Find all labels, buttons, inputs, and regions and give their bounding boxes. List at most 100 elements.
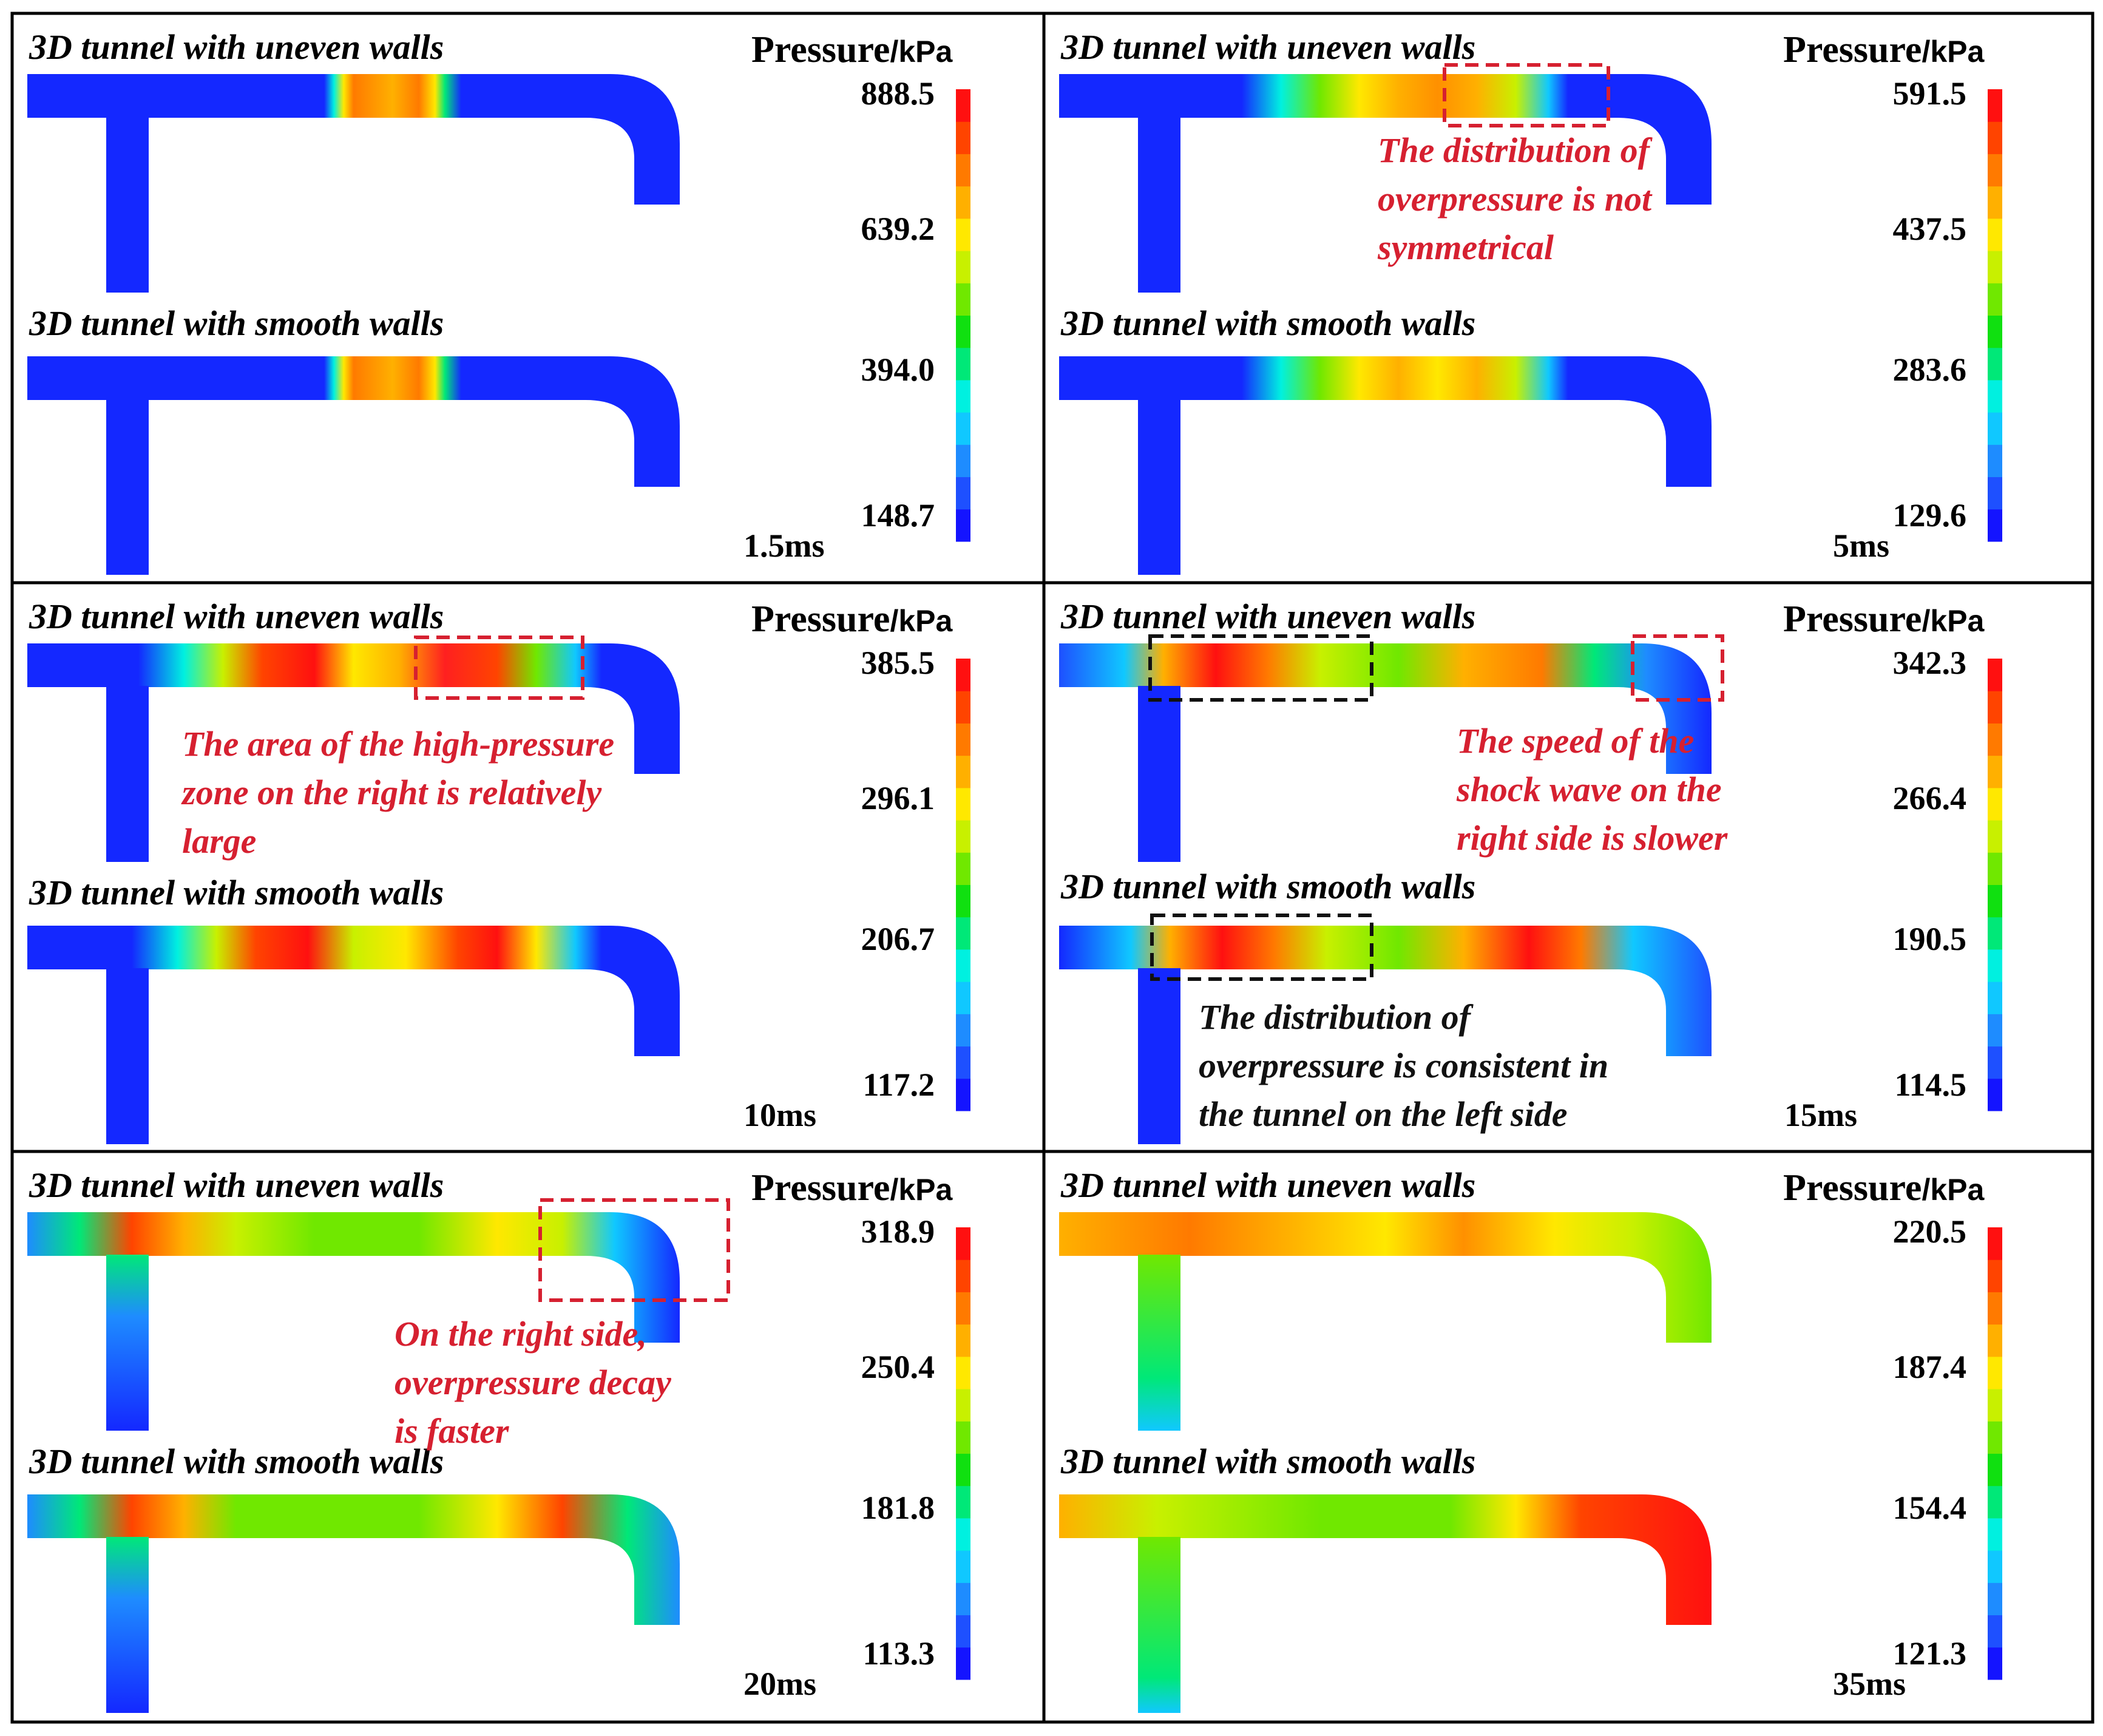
colorbar-segment <box>1988 755 2002 788</box>
uneven-tunnel-label: 3D tunnel with uneven walls <box>29 1165 444 1205</box>
colorbar-segment <box>1988 820 2002 853</box>
colorbar-segment <box>956 1421 970 1454</box>
panel-p5: 3D tunnel with uneven walls 3D tunnel wit… <box>27 1165 970 1713</box>
colorbar-title-main: Pressure <box>751 1167 890 1209</box>
colorbar-segment <box>1988 787 2002 821</box>
colorbar-title-unit: /kPa <box>890 35 953 69</box>
colorbar-segment <box>1988 251 2002 283</box>
colorbar-title: Pressure/kPa <box>1783 29 1985 70</box>
colorbar-segment <box>956 1389 970 1422</box>
colorbar-tick-label: 250.4 <box>861 1349 935 1385</box>
colorbar-tick-label: 190.5 <box>1893 921 1967 957</box>
colorbar-segment <box>956 1453 970 1487</box>
uneven-tunnel-contour <box>1059 74 1712 293</box>
colorbar-segment <box>1988 1615 2002 1648</box>
colorbar-segment <box>956 379 970 413</box>
colorbar-tick-label: 181.8 <box>861 1490 935 1526</box>
annotation-line: On the right side, <box>395 1314 647 1354</box>
colorbar-segment <box>956 949 970 982</box>
time-label: 35ms <box>1833 1666 1906 1702</box>
colorbar-segment <box>956 787 970 821</box>
colorbar-segment <box>1988 379 2002 413</box>
colorbar-title: Pressure/kPa <box>751 1167 953 1209</box>
colorbar-tick-label: 220.5 <box>1893 1213 1967 1250</box>
colorbar-title-unit: /kPa <box>1922 604 1985 638</box>
colorbar-segment <box>956 121 970 154</box>
colorbar-segment <box>956 755 970 788</box>
time-label: 5ms <box>1833 527 1889 564</box>
colorbar-segment <box>1988 1421 2002 1454</box>
colorbar-segment <box>956 691 970 724</box>
colorbar-segment <box>1988 1292 2002 1325</box>
annotation-text: The distribution of overpressure is not sy… <box>1377 131 1653 267</box>
uneven-tunnel-contour <box>27 643 680 862</box>
colorbar-segment <box>1988 1389 2002 1422</box>
colorbar-title: Pressure/kPa <box>751 29 953 70</box>
colorbar-tick-label: 148.7 <box>861 497 935 534</box>
uneven-tunnel-label: 3D tunnel with uneven walls <box>29 597 444 636</box>
colorbar-segment <box>956 1647 970 1680</box>
colorbar-segment <box>1988 949 2002 982</box>
smooth-tunnel-contour <box>27 926 680 1144</box>
colorbar-segment <box>1988 1356 2002 1389</box>
colorbar-segment <box>956 476 970 510</box>
smooth-tunnel-contour <box>1059 926 1712 1144</box>
colorbar-title: Pressure/kPa <box>1783 598 1985 640</box>
annotation-line: large <box>182 821 256 861</box>
colorbar-segment <box>956 820 970 853</box>
colorbar-segment <box>956 1292 970 1325</box>
annotation-line: overpressure is not <box>1378 179 1653 219</box>
smooth-tunnel-label: 3D tunnel with smooth walls <box>29 873 444 912</box>
colorbar-segment <box>956 1324 970 1357</box>
colorbar-tick-label: 888.5 <box>861 75 935 112</box>
colorbar-segment <box>956 1356 970 1389</box>
colorbar-tick-label: 318.9 <box>861 1213 935 1250</box>
colorbar-tick-label: 437.5 <box>1893 211 1967 247</box>
colorbar-title-unit: /kPa <box>890 1173 953 1207</box>
panel-grid-frame <box>10 12 2095 1724</box>
colorbar-segment <box>1988 218 2002 251</box>
annotation-line: symmetrical <box>1377 228 1554 267</box>
colorbar-segment <box>1988 1485 2002 1519</box>
colorbar-title: Pressure/kPa <box>1783 1167 1985 1209</box>
colorbar-segment <box>1988 121 2002 154</box>
annotation-line: overpressure decay <box>395 1363 671 1402</box>
colorbar-segment <box>956 884 970 918</box>
highlight-box <box>1150 914 1373 981</box>
colorbar-tick-label: 342.3 <box>1893 645 1967 681</box>
colorbar-segment <box>1988 186 2002 219</box>
highlight-box <box>414 636 584 700</box>
time-label: 20ms <box>743 1666 816 1702</box>
colorbar-segment <box>956 186 970 219</box>
colorbar-segment <box>1988 917 2002 950</box>
annotation-line: The distribution of <box>1378 131 1653 170</box>
colorbar-segment <box>956 347 970 381</box>
colorbar-segment <box>1988 1647 2002 1680</box>
colorbar-segment <box>956 1227 970 1260</box>
colorbar-segment <box>956 1485 970 1519</box>
uneven-tunnel-contour <box>1059 643 1712 862</box>
colorbar-title-main: Pressure <box>1783 598 1922 640</box>
colorbar-segment <box>1988 1078 2002 1111</box>
highlight-box <box>1148 634 1373 702</box>
smooth-tunnel-label: 3D tunnel with smooth walls <box>1060 867 1475 906</box>
smooth-tunnel-contour <box>1059 356 1712 575</box>
colorbar-title-main: Pressure <box>751 29 890 70</box>
colorbar-segment <box>956 917 970 950</box>
uneven-tunnel-label: 3D tunnel with uneven walls <box>1060 1165 1475 1205</box>
uneven-tunnel-label: 3D tunnel with uneven walls <box>1060 27 1475 67</box>
highlight-box <box>1631 634 1724 702</box>
colorbar-segment <box>1988 1014 2002 1047</box>
colorbar-tick-label: 591.5 <box>1893 75 1967 112</box>
colorbar-segment <box>956 283 970 316</box>
colorbar-segment <box>1988 347 2002 381</box>
colorbar-segment <box>1988 154 2002 187</box>
smooth-tunnel-label: 3D tunnel with smooth walls <box>29 1442 444 1481</box>
